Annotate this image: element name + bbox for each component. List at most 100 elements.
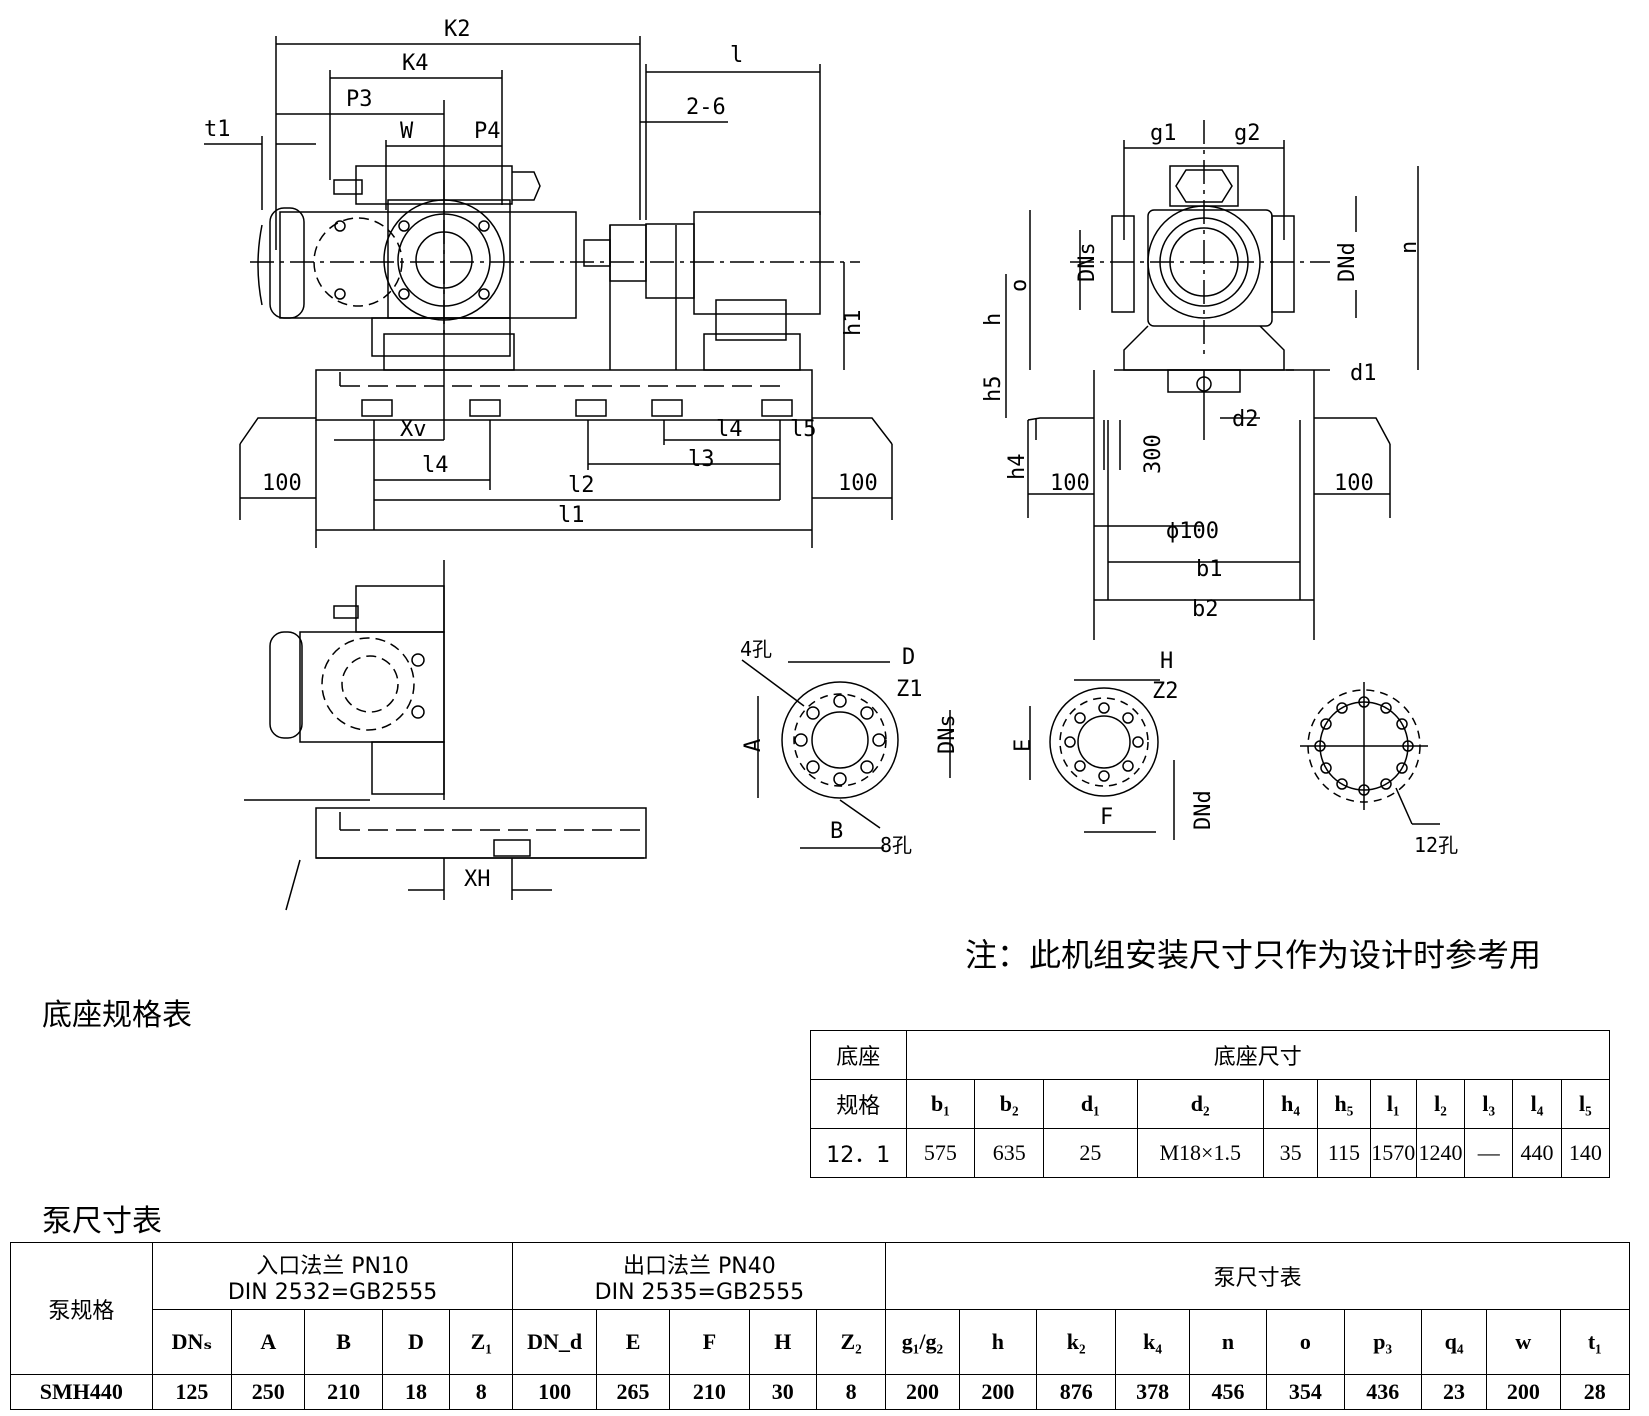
outlet-flange-header: 出口法兰 PN40 DIN 2535=GB2555	[512, 1242, 887, 1310]
base-table-title: 底座规格表	[42, 998, 192, 1033]
pump-col: q₄	[1420, 1309, 1488, 1375]
label-100-right: 100	[838, 471, 878, 496]
side-view	[1005, 120, 1419, 640]
pump-cell: 250	[231, 1374, 306, 1410]
pump-row-spec: SMH440	[10, 1374, 153, 1410]
pump-cell: 8	[449, 1374, 514, 1410]
label-o: o	[1007, 279, 1032, 292]
front-view	[204, 36, 893, 548]
pump-col: o	[1266, 1309, 1345, 1375]
base-cell: 25	[1043, 1128, 1138, 1178]
label-phi100: ϕ100	[1166, 519, 1219, 544]
pump-col: DNₛ	[151, 1309, 233, 1375]
base-cell: 440	[1512, 1128, 1562, 1178]
label-12-holes: 12孔	[1414, 833, 1458, 857]
outlet-header-line-1: 出口法兰 PN40	[623, 1253, 776, 1279]
label-100-side-left: 100	[1050, 471, 1090, 496]
pump-cell: 125	[151, 1374, 233, 1410]
pump-cell: 456	[1188, 1374, 1268, 1410]
pump-col: h	[958, 1309, 1038, 1375]
label-h4: h4	[1005, 454, 1030, 481]
flange-12-holes	[1300, 682, 1440, 825]
pump-col: n	[1188, 1309, 1268, 1375]
base-cell: M18×1.5	[1136, 1128, 1264, 1178]
base-spec-header-2: 规格	[810, 1079, 907, 1129]
label-z2: Z2	[1152, 679, 1179, 704]
inlet-flange	[741, 659, 951, 849]
label-a: A	[741, 739, 766, 752]
base-row-spec: 12．1	[810, 1128, 907, 1178]
installation-note: 注：此机组安装尺寸只作为设计时参考用	[965, 936, 1542, 974]
label-100-side-right: 100	[1334, 471, 1374, 496]
base-cell: 575	[905, 1128, 976, 1178]
pump-col: D	[381, 1309, 451, 1375]
table-row: SMH440 125 250 210 18 8 100 265 210 30 8…	[10, 1374, 1631, 1410]
base-spec-header-1: 底座	[810, 1030, 907, 1080]
label-l: l	[730, 43, 743, 68]
label-l5: l5	[790, 417, 817, 442]
label-p3: P3	[346, 87, 373, 112]
pump-cell: 18	[381, 1374, 451, 1410]
label-xv: Xv	[400, 417, 427, 442]
label-g2: g2	[1234, 121, 1261, 146]
pump-dimension-table: 泵规格 入口法兰 PN10 DIN 2532=GB2555 出口法兰 PN40 …	[10, 1242, 1631, 1410]
label-8-holes: 8孔	[880, 833, 912, 857]
label-f: F	[1100, 805, 1113, 830]
label-xh: XH	[464, 867, 491, 892]
base-col-l2: l₂	[1415, 1079, 1466, 1129]
label-4-holes: 4孔	[740, 637, 772, 661]
pump-col: DN_d	[512, 1309, 597, 1375]
label-t1: t1	[204, 117, 231, 142]
label-h5: h5	[981, 376, 1006, 403]
base-cell: 635	[974, 1128, 1045, 1178]
pump-cell: 378	[1115, 1374, 1190, 1410]
pump-col: k₄	[1115, 1309, 1190, 1375]
label-g1: g1	[1150, 121, 1177, 146]
label-l4-top: l4	[716, 417, 743, 442]
label-h1: h1	[841, 310, 866, 337]
base-cell: 1240	[1415, 1128, 1466, 1178]
pump-cell: 200	[885, 1374, 960, 1410]
label-d2: d2	[1232, 407, 1259, 432]
base-cell: —	[1464, 1128, 1514, 1178]
pump-col: k₂	[1035, 1309, 1117, 1375]
pump-table-title: 泵尺寸表	[42, 1204, 162, 1239]
pump-cell: 210	[304, 1374, 383, 1410]
label-dns: DNs	[1075, 242, 1100, 282]
base-col-l1: l₁	[1369, 1079, 1417, 1129]
label-l4-bottom: l4	[422, 453, 449, 478]
base-col-b1: b₁	[905, 1079, 976, 1129]
pump-cell: 876	[1035, 1374, 1117, 1410]
label-n: n	[1397, 241, 1422, 254]
label-300: 300	[1141, 434, 1166, 474]
pump-spec-header: 泵规格	[10, 1242, 153, 1375]
label-l3: l3	[688, 447, 715, 472]
pump-col: A	[231, 1309, 306, 1375]
inlet-header-line-1: 入口法兰 PN10	[256, 1253, 409, 1279]
label-k2: K2	[444, 17, 471, 42]
outlet-header-line-2: DIN 2535=GB2555	[594, 1279, 805, 1305]
label-z1: Z1	[896, 677, 923, 702]
technical-drawing: K2 K4 P3 W P4 t1 l 2-6 h1 Xv l4 l5 l4 l3…	[204, 17, 1458, 911]
inlet-flange-header: 入口法兰 PN10 DIN 2532=GB2555	[151, 1242, 514, 1310]
base-col-d2: d₂	[1136, 1079, 1264, 1129]
pump-col: p₃	[1343, 1309, 1422, 1375]
base-cell: 1570	[1369, 1128, 1417, 1178]
pump-cell: 30	[748, 1374, 817, 1410]
pump-col: B	[304, 1309, 383, 1375]
pump-col: w	[1486, 1309, 1561, 1375]
pump-col: H	[748, 1309, 817, 1375]
label-k4: K4	[402, 51, 429, 76]
base-cell: 35	[1262, 1128, 1319, 1178]
base-cell: 140	[1560, 1128, 1611, 1178]
base-col-h5: h₅	[1317, 1079, 1371, 1129]
base-col-d1: d₁	[1043, 1079, 1138, 1129]
base-col-l4: l₄	[1512, 1079, 1562, 1129]
pump-cell: 210	[669, 1374, 750, 1410]
pump-col: Z₂	[815, 1309, 887, 1375]
label-dnd: DNd	[1335, 242, 1360, 282]
label-b: B	[830, 819, 843, 844]
base-spec-table: 底座 底座尺寸 规格 b₁ b₂ d₁ d₂ h₄ h₅ l₁ l₂ l₃ l₄…	[810, 1030, 1611, 1178]
pump-col: F	[669, 1309, 750, 1375]
base-cell: 115	[1317, 1128, 1371, 1178]
